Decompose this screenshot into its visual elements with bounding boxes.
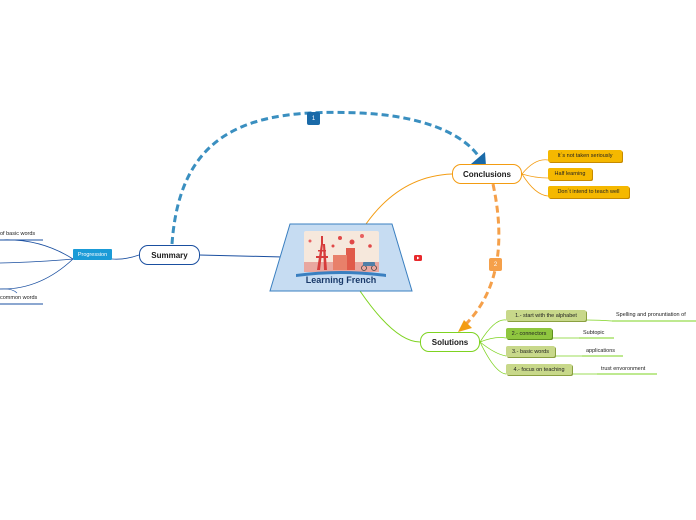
conclusion-item-3[interactable]: Don´t intend to teach well <box>548 186 629 198</box>
solution-sub-2[interactable]: Subtopic <box>583 330 605 336</box>
solutions-node[interactable]: Solutions <box>420 332 480 352</box>
connector-conclusion-1 <box>521 159 549 175</box>
solution-sub-4[interactable]: trust envoronment <box>601 366 646 372</box>
connector-solution-4 <box>479 341 507 375</box>
conclusion-item-2[interactable]: Half learning <box>548 168 592 180</box>
connector-progression-left-top <box>0 239 74 260</box>
solution-item-4[interactable]: 4.- focus on teaching <box>506 364 572 375</box>
connector-solution-3 <box>479 341 507 357</box>
connector-progression-left-bottom <box>0 258 74 290</box>
relationship-arrow-1 <box>471 152 486 166</box>
left-item-basic-words[interactable]: of basic words <box>0 230 36 237</box>
left-item-common-words[interactable]: common words <box>0 294 38 301</box>
solution-sub-3[interactable]: applications <box>586 348 616 354</box>
paris-illustration-icon <box>296 231 386 277</box>
progression-node[interactable]: Progression <box>73 249 112 260</box>
video-icon[interactable] <box>414 255 422 261</box>
conclusions-node[interactable]: Conclusions <box>452 164 522 184</box>
relationship-line-2 <box>463 183 501 327</box>
relationship-badge-1[interactable]: 1 <box>307 112 320 125</box>
solution-item-2[interactable]: 2.- connectors <box>506 328 552 339</box>
connector-sub-1 <box>585 319 613 322</box>
relationship-arrow-2 <box>458 320 472 332</box>
connector-central-conclusions <box>365 173 453 225</box>
connector-central-summary <box>198 254 284 258</box>
conclusion-item-1[interactable]: It´s not taken seriously <box>548 150 622 162</box>
connector-solution-1 <box>479 319 507 343</box>
left-item-curve <box>0 288 18 294</box>
connector-conclusion-2 <box>521 173 549 179</box>
solution-item-3[interactable]: 3.- basic words <box>506 346 555 357</box>
solution-item-1[interactable]: 1.- start with the alphabet <box>506 310 586 321</box>
connector-conclusion-3 <box>521 173 549 197</box>
summary-node[interactable]: Summary <box>139 245 200 265</box>
connector-summary-progression <box>111 254 140 260</box>
central-node-title[interactable]: Learning French <box>305 275 377 285</box>
connector-progression-left-mid <box>0 258 74 264</box>
connector-solution-2 <box>479 337 507 343</box>
connector-central-solutions <box>359 290 421 343</box>
relationship-badge-2[interactable]: 2 <box>489 258 502 271</box>
solution-sub-1[interactable]: Spelling and pronuntiation of <box>616 312 686 318</box>
